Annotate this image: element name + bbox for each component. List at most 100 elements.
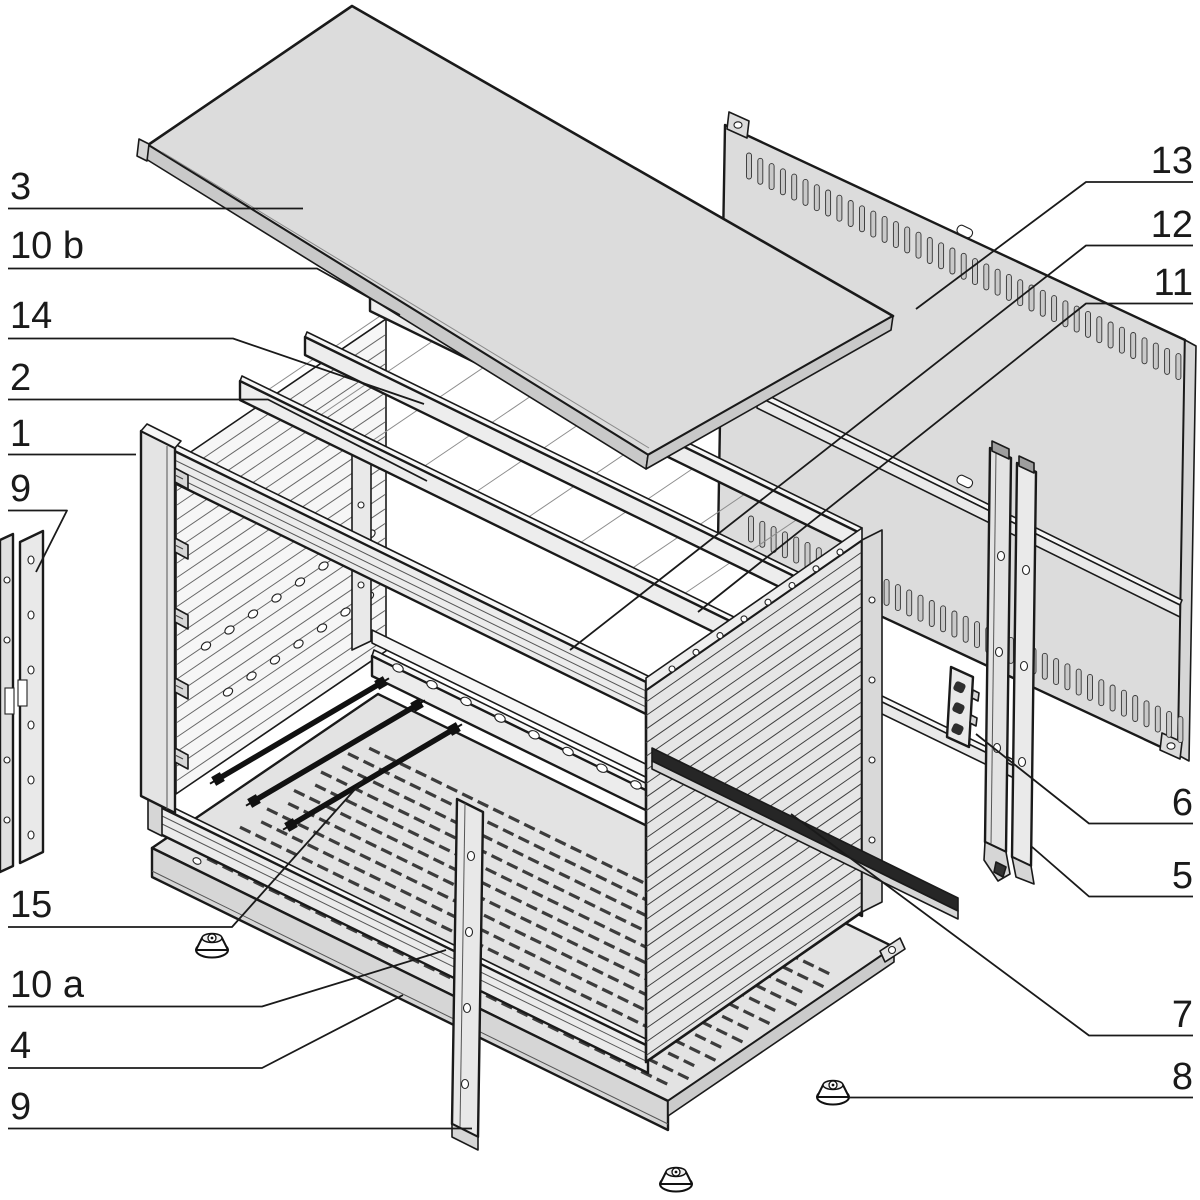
vent-dash	[508, 815, 520, 824]
vent-slot-row-bottom	[748, 515, 1184, 744]
strip-hole	[27, 775, 35, 785]
vent-slot	[1075, 668, 1082, 696]
hook-notch	[174, 754, 184, 760]
leader-4	[8, 994, 404, 1069]
vent-dash	[555, 964, 567, 973]
vent-dash	[564, 985, 577, 994]
vent-dash	[549, 977, 562, 986]
extrusion-line	[176, 581, 386, 723]
fin-line	[645, 850, 863, 1002]
hook-notch	[174, 474, 184, 480]
vent-dash	[363, 886, 376, 895]
vent-dash	[312, 830, 325, 839]
vent-dash	[307, 843, 319, 852]
vent-dash	[338, 858, 350, 867]
label-10b: 10 b	[10, 225, 84, 267]
vent-dash	[315, 910, 327, 919]
vent-dash	[715, 1027, 728, 1036]
rivet-hole	[868, 756, 876, 764]
strip-hole	[3, 756, 11, 764]
vent-dash	[494, 887, 507, 896]
vent-dash	[533, 843, 546, 852]
vent-dash	[516, 1009, 529, 1018]
vent-dash	[583, 899, 596, 908]
vent-slot	[928, 600, 935, 627]
vent-dash	[582, 946, 594, 955]
rod-end-block	[410, 698, 424, 712]
vent-slot	[1062, 300, 1069, 328]
vent-dash	[322, 850, 335, 859]
vent-dash	[347, 752, 360, 761]
vent-dash	[547, 1024, 560, 1033]
fin-line	[645, 905, 863, 1057]
vent-dash	[339, 811, 352, 820]
vent-dash	[508, 941, 521, 950]
wall-hole	[269, 655, 281, 665]
vent-dash	[502, 828, 515, 837]
vent-dash	[254, 833, 267, 842]
bracket-tab	[971, 689, 980, 702]
vent-dash	[486, 820, 499, 829]
vent-slot	[1118, 326, 1125, 354]
vent-slot	[1120, 689, 1127, 717]
vent-dash	[548, 850, 561, 859]
vent-dash	[291, 835, 304, 844]
vent-dash	[347, 878, 360, 887]
foot-screw-dot	[674, 1170, 678, 1174]
vent-dash	[370, 826, 383, 835]
vent-slot	[1085, 310, 1091, 338]
label-1: 1	[10, 413, 31, 455]
vent-dash	[399, 761, 412, 770]
vent-dash	[489, 900, 501, 909]
vent-dash	[403, 795, 416, 804]
vent-slot	[1109, 684, 1116, 712]
rear-corner-holes	[868, 596, 876, 844]
front-rail-hole	[466, 850, 476, 862]
vent-dash	[591, 966, 604, 975]
vent-dash	[287, 801, 300, 810]
left-rail-strips	[0, 529, 45, 874]
vent-slot	[881, 215, 888, 243]
vent-dash	[237, 872, 250, 881]
rail-lower-face	[651, 760, 959, 920]
vent-dash	[320, 770, 333, 779]
vent-dash	[377, 940, 389, 949]
vent-dash	[411, 862, 424, 871]
extrusion-line	[176, 595, 386, 738]
vent-slot	[757, 157, 764, 185]
vent-dash	[532, 1016, 544, 1025]
post-hole	[357, 581, 365, 589]
leader-14	[8, 337, 425, 405]
vent-dash	[537, 876, 550, 885]
plate-hole	[192, 857, 202, 865]
vent-dash	[343, 845, 356, 854]
strip-hole	[27, 830, 35, 840]
fin-line	[645, 864, 863, 1016]
label-9b: 9	[10, 1086, 31, 1128]
vent-dash	[570, 972, 583, 981]
rod-end-block	[447, 722, 461, 736]
vent-dash	[818, 967, 830, 976]
leader-lines	[8, 181, 1193, 1130]
vent-dash	[578, 912, 590, 921]
vent-dash	[353, 865, 366, 874]
vent-dash	[318, 817, 331, 826]
vent-slot	[1177, 716, 1184, 744]
rod-end-block	[247, 794, 261, 808]
fin-line	[645, 891, 863, 1043]
vent-dash	[341, 765, 354, 774]
fin-line	[645, 551, 863, 703]
vent-dash	[656, 1077, 668, 1086]
vent-slot	[906, 589, 913, 617]
column-cap	[140, 423, 182, 449]
vent-dash	[512, 848, 524, 857]
vent-dash	[378, 894, 391, 903]
vent-dash	[640, 1069, 653, 1078]
strip-hole	[27, 610, 35, 620]
vent-slot	[802, 178, 809, 206]
vent-dash	[594, 1047, 606, 1056]
vent-dash	[419, 803, 431, 812]
rivet-hole	[764, 598, 772, 606]
front-rail-ridge	[459, 802, 466, 1129]
